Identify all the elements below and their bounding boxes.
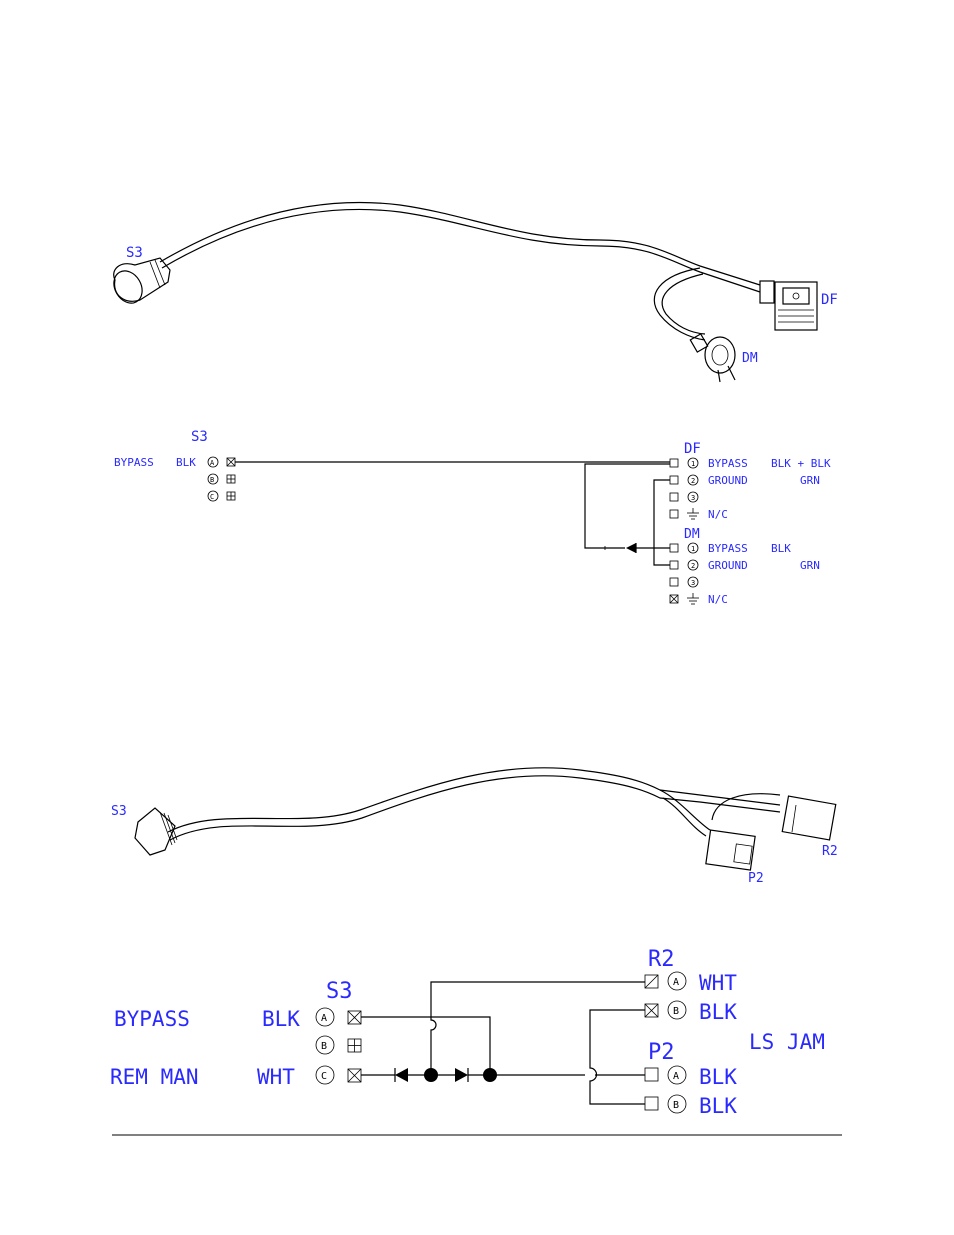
df-row-1: 1 BYPASS BLK + BLK: [670, 457, 831, 470]
svg-text:GROUND: GROUND: [708, 474, 748, 487]
r2-row-b: B BLK: [645, 1000, 737, 1024]
wire-s3a: [361, 1017, 490, 1075]
wire-r2a: [431, 982, 645, 1075]
ground-icon: [687, 593, 699, 604]
svg-text:C: C: [321, 1071, 327, 1082]
diode-icon: [626, 543, 636, 553]
svg-text:WHT: WHT: [699, 971, 737, 995]
svg-text:B: B: [321, 1041, 327, 1052]
svg-text:BYPASS: BYPASS: [708, 457, 748, 470]
svg-text:BYPASS: BYPASS: [114, 1007, 190, 1031]
svg-text:BLK: BLK: [262, 1007, 300, 1031]
wire-r2b-p2b: [590, 1010, 645, 1104]
drawing2-p2-label: P2: [748, 871, 764, 886]
drawing2-r2-label: R2: [822, 844, 838, 859]
svg-text:1: 1: [691, 460, 695, 468]
r2-connector-drawing: [782, 796, 836, 840]
harness-1-schematic: S3 BYPASS BLK A B C DF: [114, 429, 831, 606]
r2-title: R2: [648, 947, 675, 972]
svg-text:WHT: WHT: [257, 1065, 295, 1089]
svg-text:GRN: GRN: [800, 559, 820, 572]
svg-text:N/C: N/C: [708, 508, 728, 521]
drawing2-s3-label: S3: [111, 804, 127, 819]
wire-df-to-diode: [585, 464, 670, 548]
s3-bypass-label: BYPASS: [114, 456, 154, 469]
s3-title-2: S3: [326, 979, 353, 1004]
svg-text:B: B: [673, 1100, 679, 1111]
dm-connector-drawing: [690, 334, 735, 382]
df-row-2: 2 GROUND GRN: [670, 474, 820, 487]
svg-text:1: 1: [691, 545, 695, 553]
svg-text:3: 3: [691, 494, 695, 502]
s3-bypass-color: BLK: [176, 456, 196, 469]
dm-row-2: 2 GROUND GRN: [670, 559, 820, 572]
junction-node-2: [483, 1068, 497, 1082]
s3-connector-drawing: [108, 258, 170, 308]
harness-2-schematic: S3 BYPASS BLK A B REM MAN WHT C: [110, 947, 825, 1118]
svg-text:B: B: [673, 1006, 679, 1017]
dm-row-ground: N/C: [670, 593, 728, 606]
s3-title: S3: [191, 429, 208, 445]
p2-row-a: A BLK: [645, 1065, 737, 1089]
svg-text:BYPASS: BYPASS: [708, 542, 748, 555]
svg-text:A: A: [673, 1071, 679, 1082]
p2-row-b: B BLK: [645, 1094, 737, 1118]
df-row-ground: N/C: [670, 508, 728, 521]
svg-text:A: A: [210, 459, 215, 467]
r2-row-a: A WHT: [645, 971, 737, 995]
svg-text:BLK: BLK: [699, 1000, 737, 1024]
df-title: DF: [684, 441, 701, 457]
s3-row-a: BYPASS BLK A: [114, 1007, 361, 1031]
df-row-3: 3: [670, 492, 698, 502]
s3-pin-b: B: [208, 474, 235, 484]
ground-icon: [687, 508, 699, 519]
svg-text:BLK: BLK: [699, 1094, 737, 1118]
svg-text:A: A: [673, 977, 679, 988]
svg-text:C: C: [210, 493, 214, 501]
p2-connector-drawing: [706, 830, 755, 870]
p2-title: P2: [648, 1040, 675, 1065]
svg-text:2: 2: [691, 562, 695, 570]
dm-row-1: 1 BYPASS BLK: [670, 542, 791, 555]
svg-text:BLK: BLK: [699, 1065, 737, 1089]
drawing-s3-label: S3: [126, 245, 143, 261]
svg-text:REM MAN: REM MAN: [110, 1065, 199, 1089]
svg-text:N/C: N/C: [708, 593, 728, 606]
s3-pin-a: A: [208, 457, 235, 467]
drawing-df-label: DF: [821, 292, 838, 308]
ls-jam-note: LS JAM: [749, 1030, 825, 1054]
svg-text:2: 2: [691, 477, 695, 485]
drawing-dm-label: DM: [742, 351, 758, 366]
s3-row-c: REM MAN WHT C: [110, 1065, 361, 1089]
s3-row-b: B: [316, 1036, 361, 1054]
svg-text:GRN: GRN: [800, 474, 820, 487]
svg-text:B: B: [210, 476, 214, 484]
dm-row-3: 3: [670, 577, 698, 587]
dm-title: DM: [684, 527, 700, 542]
svg-text:GROUND: GROUND: [708, 559, 748, 572]
s3-pin-c: C: [208, 491, 235, 501]
diode-1-icon: [395, 1068, 408, 1082]
diode-2-icon: [455, 1068, 468, 1082]
df-connector-drawing: [760, 281, 817, 330]
s3-connector-drawing-2: [135, 808, 177, 855]
wire-ground-link: [654, 480, 670, 565]
svg-text:BLK + BLK: BLK + BLK: [771, 457, 831, 470]
svg-text:A: A: [321, 1013, 327, 1024]
svg-text:3: 3: [691, 579, 695, 587]
harness-2-drawing: S3 R2 P2: [111, 768, 838, 886]
svg-text:BLK: BLK: [771, 542, 791, 555]
harness-1-drawing: S3 DF DM: [108, 202, 838, 382]
